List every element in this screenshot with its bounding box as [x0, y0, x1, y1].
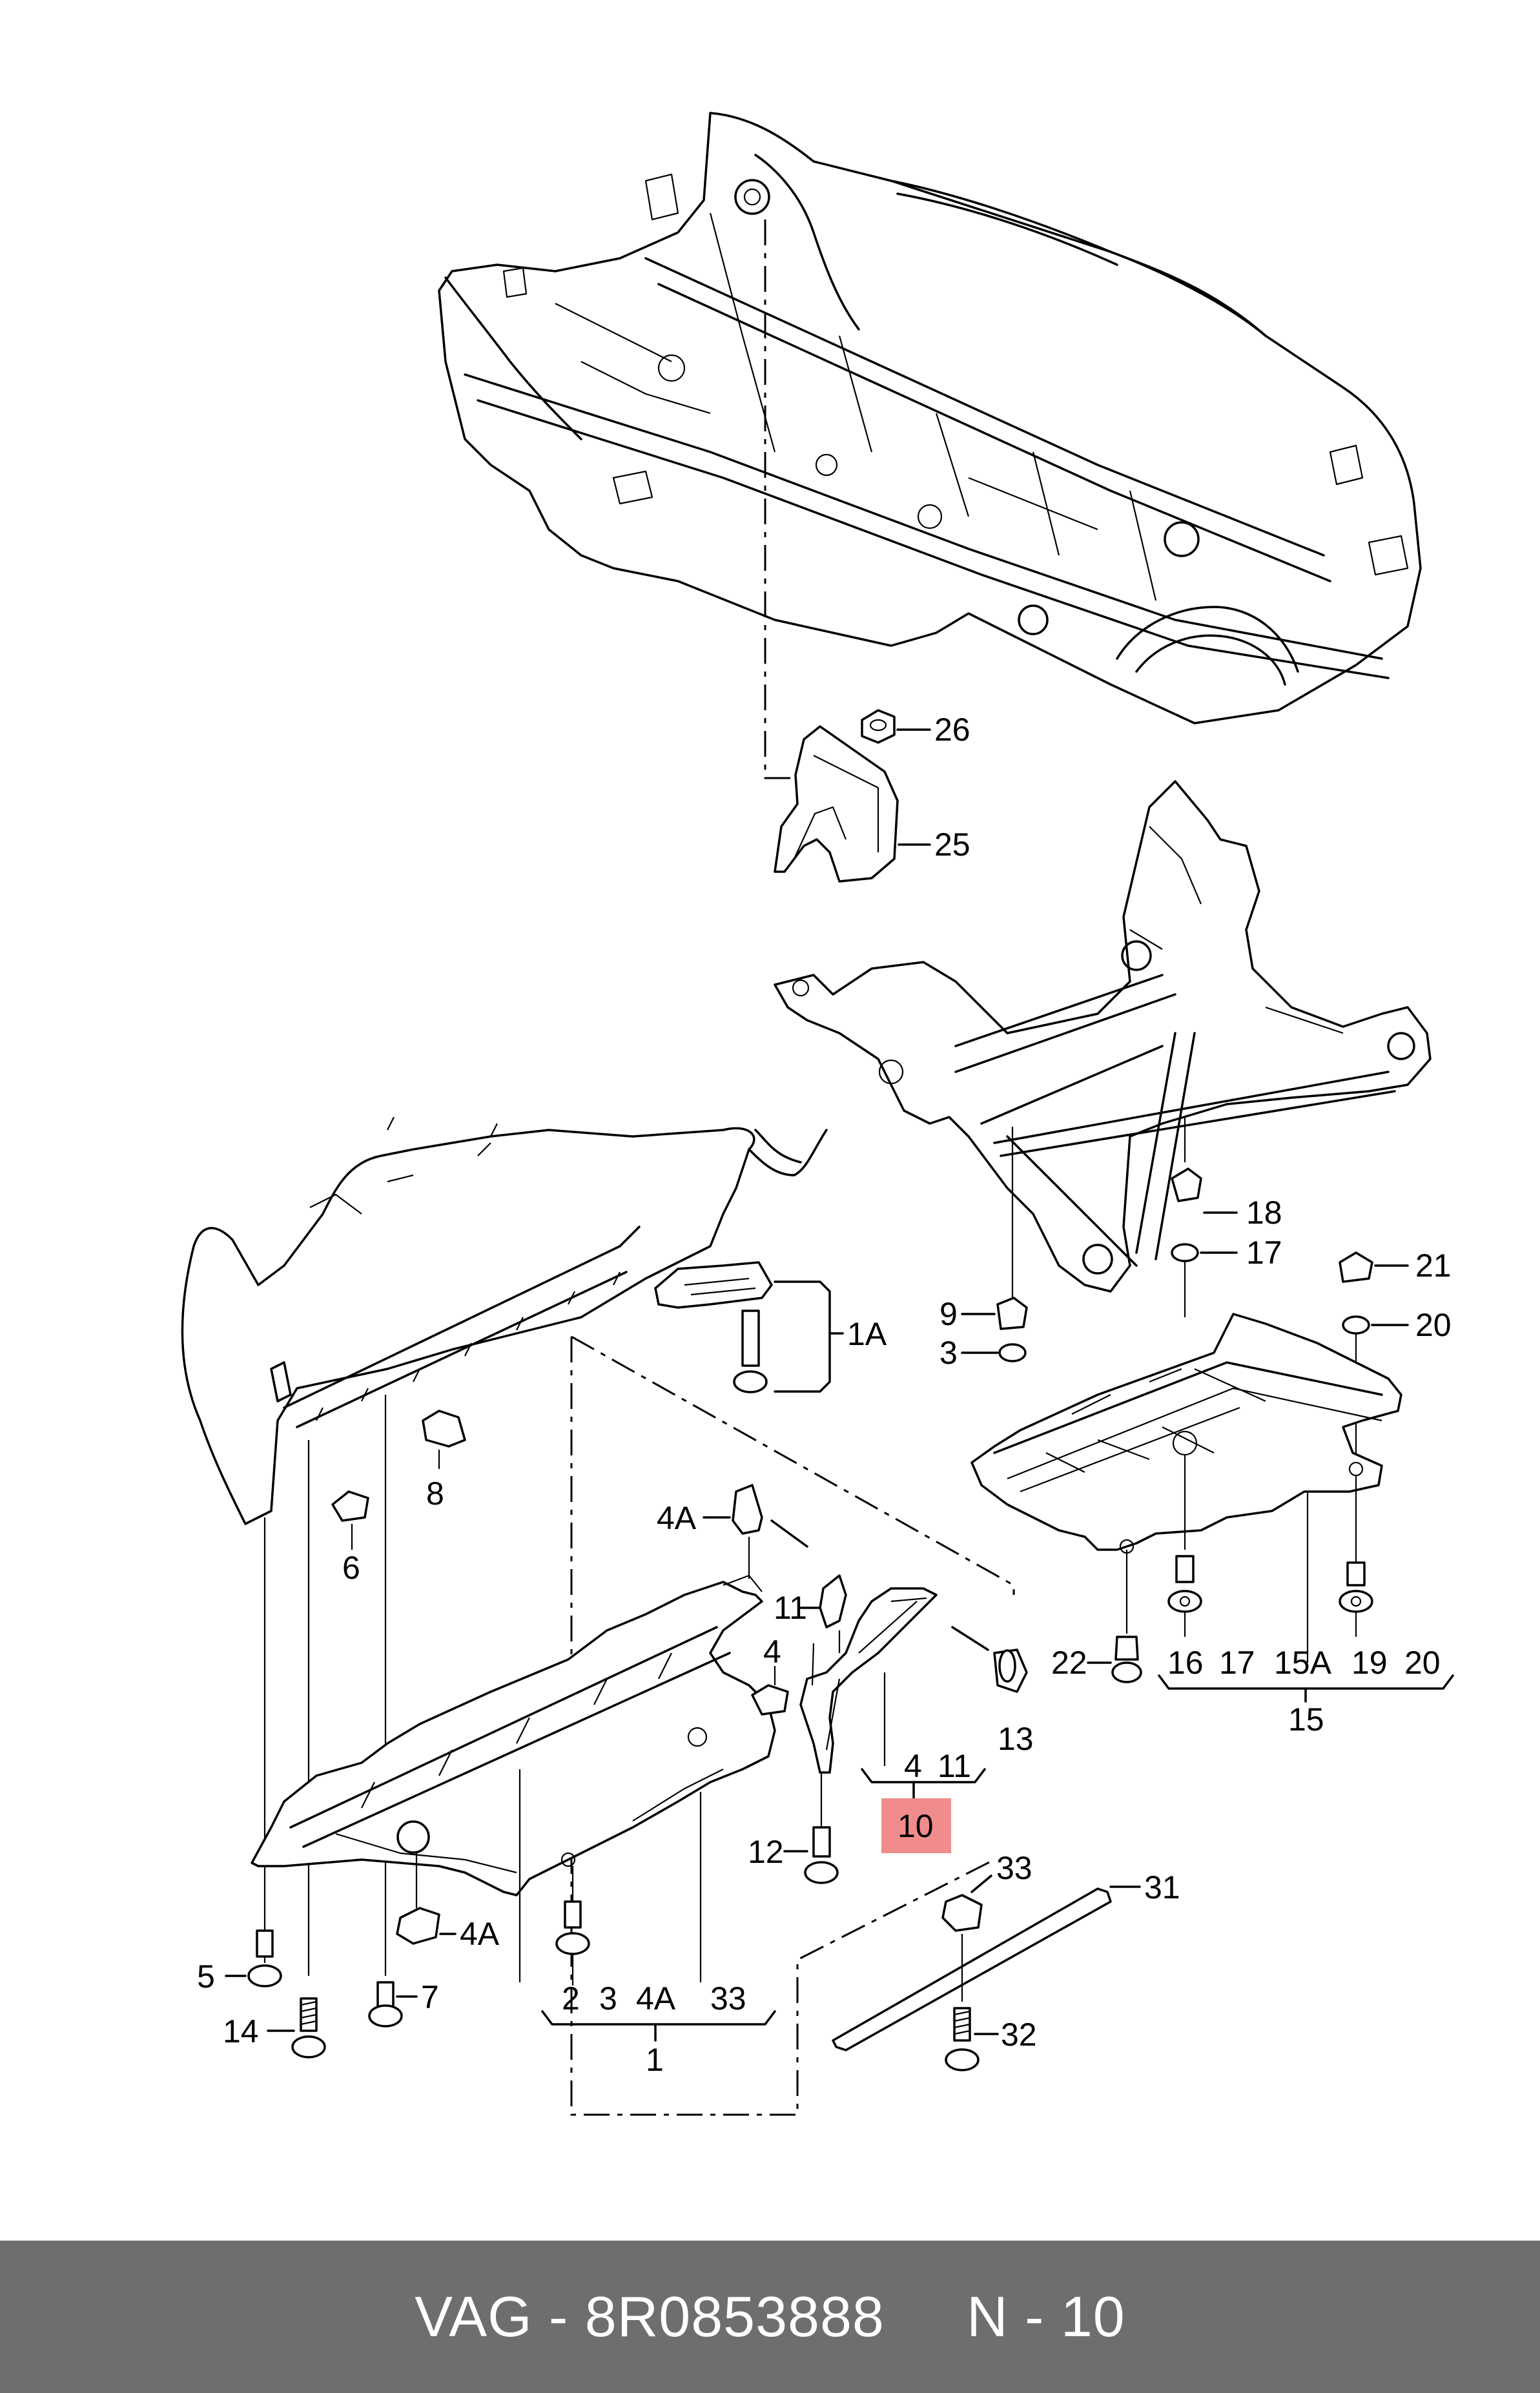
callout-3: 3 [939, 1335, 958, 1371]
callout-33-right: 33 [996, 1850, 1032, 1886]
clip-33-right [941, 1894, 983, 1932]
clip-4A-lower [396, 1907, 440, 1945]
callout-highlight-10 [881, 1798, 951, 1853]
washer-20 [1342, 1315, 1370, 1335]
callout-3-b: 3 [599, 1980, 617, 2017]
callout-4A-b: 4A [636, 1980, 676, 2017]
callout-19-b: 19 [1351, 1645, 1388, 1681]
air-guide-10 [799, 1587, 938, 1774]
engine-undertray-1 [251, 1574, 776, 1896]
clip-8 [422, 1410, 466, 1448]
callout-4A-lower: 4A [460, 1916, 500, 1952]
washer-3 [998, 1343, 1027, 1362]
bracket-1A [654, 1261, 773, 1393]
callout-25: 25 [934, 827, 970, 863]
callout-4-mid: 4 [763, 1634, 781, 1670]
callout-14: 14 [223, 2013, 259, 2049]
callout-1A: 1A [847, 1316, 887, 1352]
clip-18 [1171, 1167, 1202, 1202]
callout-10: 10 [898, 1808, 934, 1844]
screw-12 [804, 1826, 839, 1884]
callout-17-b: 17 [1219, 1645, 1255, 1681]
clip-4A-top [732, 1484, 763, 1535]
callout-4A-top: 4A [657, 1500, 697, 1536]
screw-7 [368, 1981, 403, 2028]
callout-4-b: 4 [904, 1748, 922, 1784]
callout-17: 17 [1246, 1235, 1282, 1271]
callout-22: 22 [1051, 1645, 1087, 1681]
screw-19 [1339, 1561, 1373, 1613]
callout-11-b: 11 [938, 1748, 971, 1784]
callout-26: 26 [934, 712, 970, 748]
callout-15: 15 [1288, 1701, 1324, 1738]
leader-body-to-bracket [764, 220, 804, 779]
screw-32 [945, 2007, 980, 2071]
front-bumper-structure [181, 1116, 828, 1525]
washer-17 [1171, 1243, 1199, 1262]
screw-5 [247, 1929, 282, 1987]
front-subframe [774, 780, 1432, 1293]
bracket-1 [541, 2010, 776, 2026]
callout-7: 7 [421, 1979, 439, 2015]
clip-6 [331, 1490, 369, 1522]
underbody-panel-15 [970, 1313, 1402, 1554]
callout-20: 20 [1415, 1307, 1452, 1343]
callout-18: 18 [1246, 1195, 1282, 1231]
clip-9 [996, 1297, 1028, 1330]
car-body-underframe [438, 112, 1422, 724]
callout-labels: 26 25 1A 18 17 9 3 21 20 8 6 4A 11 4 13 … [197, 712, 1452, 2078]
callout-21: 21 [1415, 1248, 1452, 1284]
callout-33-b: 33 [710, 1980, 746, 2017]
callout-20-b: 20 [1404, 1645, 1441, 1681]
screw-14 [291, 1997, 326, 2059]
callout-31: 31 [1144, 1869, 1180, 1905]
callout-9: 9 [939, 1296, 958, 1332]
callout-32: 32 [1001, 2017, 1037, 2053]
callout-2-b: 2 [562, 1980, 580, 2017]
callout-1: 1 [646, 2042, 664, 2078]
part-number-label: VAG - 8R0853888 N - 10 [415, 2285, 1125, 2348]
expansion-rivet-22 [1087, 1636, 1142, 1683]
clip-4-mid [751, 1684, 789, 1716]
screw-2 [555, 1900, 590, 1955]
part-number-footer: VAG - 8R0853888 N - 10 [0, 2241, 1540, 2393]
callout-8: 8 [426, 1475, 444, 1512]
callout-12: 12 [748, 1834, 784, 1870]
bracket-25 [774, 725, 899, 883]
clip-13 [993, 1648, 1028, 1693]
clip-21 [1339, 1251, 1373, 1283]
callout-5: 5 [197, 1958, 215, 1995]
trim-strip-31 [832, 1887, 1112, 2051]
clip-11-top [819, 1574, 847, 1628]
callout-15A-b: 15A [1274, 1645, 1332, 1681]
callout-6: 6 [342, 1550, 360, 1586]
callout-11-top: 11 [774, 1590, 807, 1626]
callout-16-b: 16 [1167, 1645, 1204, 1681]
screw-16 [1167, 1555, 1202, 1613]
callout-13: 13 [998, 1721, 1034, 1757]
parts-diagram: 26 25 1A 18 17 9 3 21 20 8 6 4A 11 4 13 … [181, 112, 1454, 2116]
nut-26 [861, 709, 896, 744]
